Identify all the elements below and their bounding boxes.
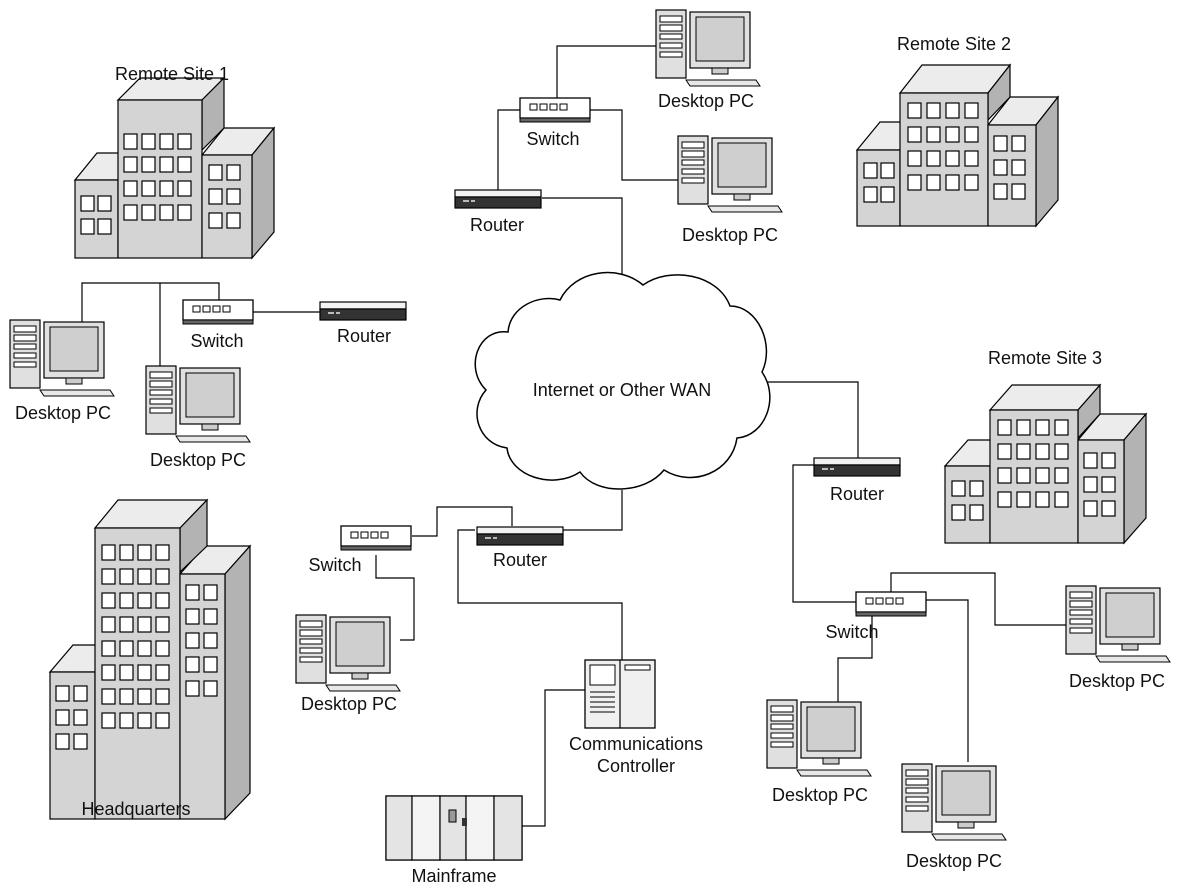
desktop-pc-hq bbox=[295, 614, 401, 692]
router-top-label: Router bbox=[470, 215, 524, 235]
router-hq bbox=[476, 526, 564, 546]
desktop-pc-site-3-b-label: Desktop PC bbox=[772, 785, 868, 805]
headquarters-building bbox=[48, 498, 252, 821]
mainframe-label: Mainframe bbox=[411, 866, 496, 886]
remote-site-1-label: Remote Site 1 bbox=[115, 64, 229, 84]
remote-site-1-building bbox=[73, 76, 276, 260]
communications-controller bbox=[584, 659, 656, 729]
switch-hq bbox=[340, 525, 412, 551]
switch-top-label: Switch bbox=[526, 129, 579, 149]
switch-site-3 bbox=[855, 591, 927, 617]
desktop-pc-site-3-a-label: Desktop PC bbox=[1069, 671, 1165, 691]
remote-site-3-building bbox=[943, 383, 1148, 545]
desktop-pc-top-2-label: Desktop PC bbox=[682, 225, 778, 245]
desktop-pc-site-1-a bbox=[9, 319, 115, 397]
desktop-pc-site-1-b-label: Desktop PC bbox=[150, 450, 246, 470]
desktop-pc-site-3-c bbox=[901, 763, 1007, 841]
desktop-pc-top-2 bbox=[677, 135, 783, 213]
router-hq-label: Router bbox=[493, 550, 547, 570]
wan-cloud: Internet or Other WAN bbox=[474, 271, 771, 490]
desktop-pc-top-1-label: Desktop PC bbox=[658, 91, 754, 111]
switch-hq-label: Switch bbox=[308, 555, 361, 575]
desktop-pc-site-3-a bbox=[1065, 585, 1171, 663]
desktop-pc-top-1 bbox=[655, 9, 761, 87]
switch-site-3-label: Switch bbox=[825, 622, 878, 642]
desktop-pc-site-1-a-label: Desktop PC bbox=[15, 403, 111, 423]
switch-site-1 bbox=[182, 299, 254, 325]
router-site-1 bbox=[319, 301, 407, 321]
comm-controller-label-1: Communications bbox=[569, 734, 703, 754]
desktop-pc-site-1-b bbox=[145, 365, 251, 443]
switch-top bbox=[519, 97, 591, 123]
remote-site-2-building bbox=[855, 63, 1060, 228]
remote-site-3-label: Remote Site 3 bbox=[988, 348, 1102, 368]
cloud-label: Internet or Other WAN bbox=[533, 380, 711, 400]
connections bbox=[81, 45, 1066, 827]
headquarters-label: Headquarters bbox=[81, 799, 190, 819]
desktop-pc-hq-label: Desktop PC bbox=[301, 694, 397, 714]
router-site-3 bbox=[813, 457, 901, 477]
comm-controller-label-2: Controller bbox=[597, 756, 675, 776]
switch-site-1-label: Switch bbox=[190, 331, 243, 351]
router-site-3-label: Router bbox=[830, 484, 884, 504]
router-top bbox=[454, 189, 542, 209]
desktop-pc-site-3-c-label: Desktop PC bbox=[906, 851, 1002, 871]
router-site-1-label: Router bbox=[337, 326, 391, 346]
desktop-pc-site-3-b bbox=[766, 699, 872, 777]
remote-site-2-label: Remote Site 2 bbox=[897, 34, 1011, 54]
mainframe bbox=[385, 795, 523, 861]
